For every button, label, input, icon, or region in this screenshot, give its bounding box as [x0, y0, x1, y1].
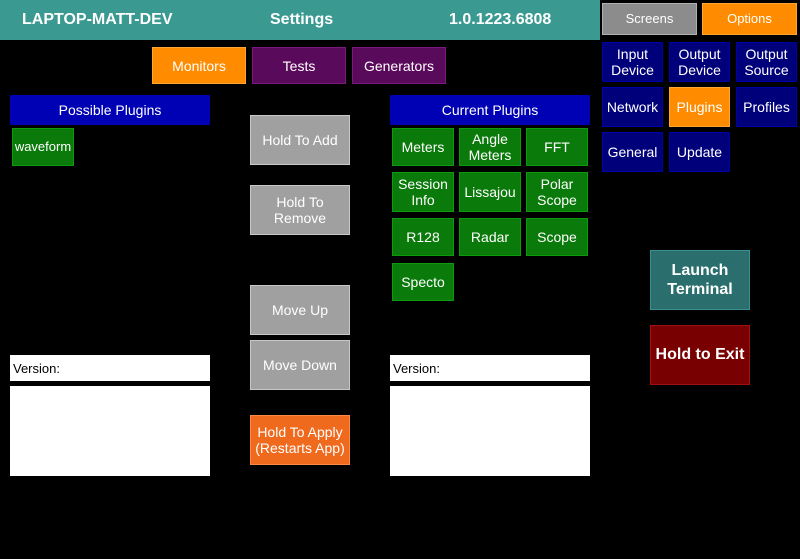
current-plugin-angle-meters[interactable]: Angle Meters [459, 128, 521, 166]
update-button[interactable]: Update [669, 132, 730, 172]
general-button[interactable]: General [602, 132, 663, 172]
possible-version-box [10, 386, 210, 476]
possible-plugins-header: Possible Plugins [10, 95, 210, 125]
possible-plugin-waveform[interactable]: waveform [12, 128, 74, 166]
current-plugin-fft[interactable]: FFT [526, 128, 588, 166]
current-plugin-session-info[interactable]: Session Info [392, 172, 454, 212]
tab-generators[interactable]: Generators [352, 47, 446, 84]
move-up-button[interactable]: Move Up [250, 285, 350, 335]
current-plugin-specto[interactable]: Specto [392, 263, 454, 301]
current-version-box [390, 386, 590, 476]
network-button[interactable]: Network [602, 87, 663, 127]
input-device-button[interactable]: Input Device [602, 42, 663, 82]
app-version: 1.0.1223.6808 [449, 11, 552, 28]
output-source-button[interactable]: Output Source [736, 42, 797, 82]
current-plugin-radar[interactable]: Radar [459, 218, 521, 256]
possible-version-label: Version: [10, 355, 210, 381]
tab-monitors[interactable]: Monitors [152, 47, 246, 84]
hold-to-apply-button[interactable]: Hold To Apply (Restarts App) [250, 415, 350, 465]
current-plugin-polar-scope[interactable]: Polar Scope [526, 172, 588, 212]
profiles-button[interactable]: Profiles [736, 87, 797, 127]
current-plugin-lissajou[interactable]: Lissajou [459, 172, 521, 212]
machine-name: LAPTOP-MATT-DEV [22, 11, 173, 28]
header-bar: LAPTOP-MATT-DEV Settings 1.0.1223.6808 [0, 0, 600, 40]
current-plugin-scope[interactable]: Scope [526, 218, 588, 256]
tab-tests[interactable]: Tests [252, 47, 346, 84]
current-plugin-meters[interactable]: Meters [392, 128, 454, 166]
hold-to-remove-button[interactable]: Hold To Remove [250, 185, 350, 235]
page-title: Settings [270, 11, 334, 28]
plugins-button[interactable]: Plugins [669, 87, 730, 127]
current-version-label: Version: [390, 355, 590, 381]
output-device-button[interactable]: Output Device [669, 42, 730, 82]
hold-to-exit-button[interactable]: Hold to Exit [650, 325, 750, 385]
hold-to-add-button[interactable]: Hold To Add [250, 115, 350, 165]
current-plugins-header: Current Plugins [390, 95, 590, 125]
move-down-button[interactable]: Move Down [250, 340, 350, 390]
launch-terminal-button[interactable]: Launch Terminal [650, 250, 750, 310]
screens-button[interactable]: Screens [602, 3, 697, 35]
current-plugin-r128[interactable]: R128 [392, 218, 454, 256]
options-button[interactable]: Options [702, 3, 797, 35]
